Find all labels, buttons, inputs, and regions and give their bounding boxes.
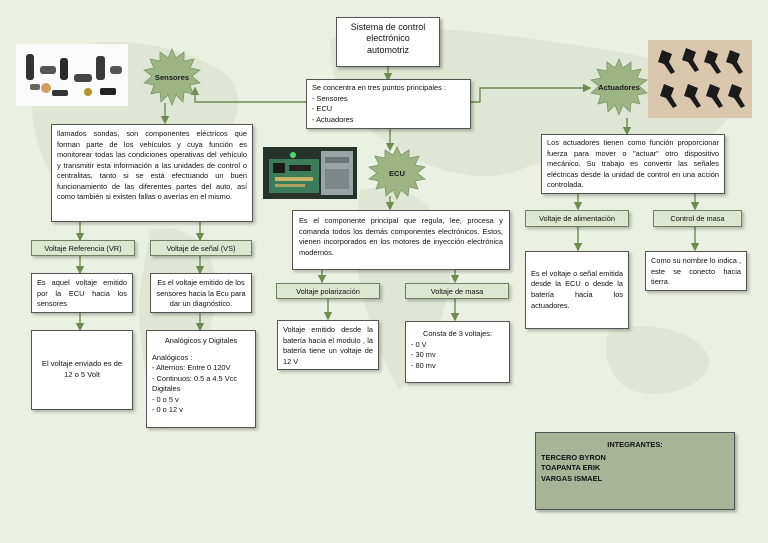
signals-box: Analógicos y Digitales Analógicos : - Al… — [146, 330, 256, 428]
polarizacion-label: Voltaje polarización — [276, 283, 380, 299]
intro-heading: Se concentra en tres puntos principales … — [312, 83, 446, 92]
members-heading: INTEGRANTES: — [607, 440, 663, 449]
actuators-photo — [648, 40, 752, 118]
intro-item-ecu: - ECU — [312, 104, 333, 114]
signals-title: Analógicos y Digitales — [164, 336, 238, 345]
vr-value-box: El voltaje enviado es de 12 o 5 Volt — [31, 330, 133, 410]
ecu-masa-item-2: - 30 mv — [411, 350, 436, 360]
signals-line-5: - 0 o 5 v — [152, 394, 179, 404]
ecu-masa-item-3: - 80 mv — [411, 360, 436, 370]
signals-line-6: - 0 o 12 v — [152, 405, 183, 415]
sensores-label: Sensores — [154, 72, 190, 82]
member-name-2: TOAPANTA ERIK — [541, 463, 601, 473]
member-name-1: TERCERO BYRON — [541, 452, 606, 462]
ecu-description: Es el componente principal que regula, l… — [292, 210, 510, 270]
ecu-masa-item-1: - 0 V — [411, 339, 427, 349]
vr-label: Voltaje Referencia (VR) — [31, 240, 135, 256]
member-name-3: VARGAS ISMAEL — [541, 474, 603, 484]
intro-box: Se concentra en tres puntos principales … — [306, 79, 471, 129]
sensores-description: llamados sondas, son componentes eléctri… — [51, 124, 253, 222]
actuadores-node: Actuadores — [588, 58, 650, 116]
alimentacion-description: Es el voltaje o señal emitida desde la E… — [525, 251, 629, 329]
actuadores-label: Actuadores — [598, 82, 640, 92]
title-line-2: electrónico — [366, 33, 410, 44]
diagram-title: Sistema de control electrónico automotri… — [336, 17, 440, 67]
title-line-3: automotriz — [366, 44, 410, 55]
signals-line-4: Digitales — [152, 384, 181, 394]
actuadores-description: Los actuadores tienen como función propo… — [541, 134, 725, 194]
intro-item-sensores: - Sensores — [312, 93, 348, 103]
intro-item-actuadores: - Actuadores — [312, 114, 354, 124]
signals-line-2: - Alternos: Entre 0 120V — [152, 363, 231, 373]
signals-line-3: - Continuos: 0.5 a 4.5 Vcc — [152, 373, 238, 383]
ecu-node: ECU — [366, 146, 428, 200]
ecu-masa-label: Voltaje de masa — [405, 283, 509, 299]
control-masa-label: Control de masa — [653, 210, 742, 227]
vs-description: Es el voltaje emitido de los sensores ha… — [150, 273, 252, 313]
ecu-masa-title: Consta de 3 voltajes: — [422, 329, 493, 338]
title-line-1: Sistema de control — [350, 22, 426, 32]
ecu-masa-box: Consta de 3 voltajes: - 0 V - 30 mv - 80… — [405, 321, 510, 383]
control-masa-description: Como su nombre lo indica , este se conec… — [645, 251, 747, 291]
members-box: INTEGRANTES: TERCERO BYRON TOAPANTA ERIK… — [535, 432, 735, 510]
vs-label: Voltaje de señal (VS) — [150, 240, 252, 256]
ecu-label: ECU — [388, 168, 406, 178]
sensors-photo — [16, 44, 128, 106]
sensores-node: Sensores — [141, 48, 203, 106]
ecu-photo — [263, 147, 357, 199]
vr-value-text: El voltaje enviado es de 12 o 5 Volt — [41, 359, 123, 379]
polarizacion-description: Voltaje emitido desde la batería hacia e… — [277, 320, 379, 370]
signals-line-1: Analógicos : — [152, 352, 193, 362]
vr-description: Es aquel voltaje emitido por la ECU haci… — [31, 273, 133, 313]
alimentacion-text: Es el voltaje o señal emitida desde la E… — [531, 268, 623, 310]
alimentacion-label: Voltaje de alimentación — [525, 210, 629, 227]
